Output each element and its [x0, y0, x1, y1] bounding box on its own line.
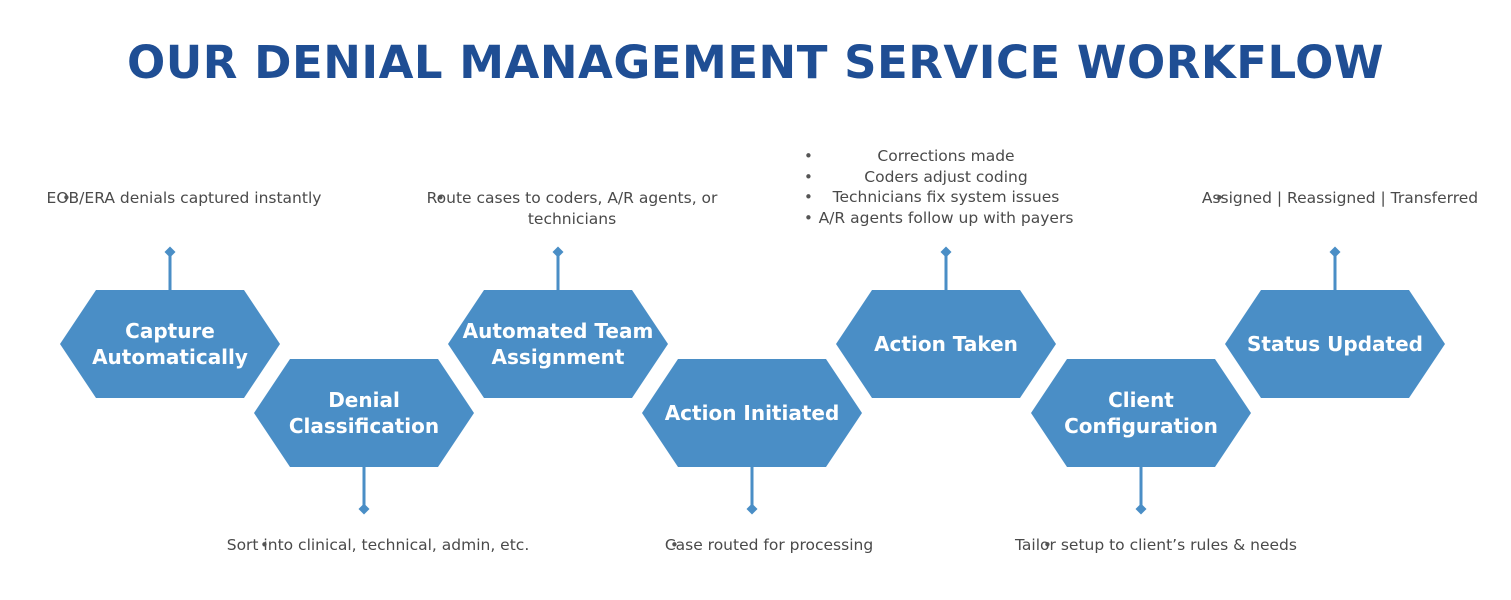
connector-diamond	[552, 246, 564, 258]
note-text: Sort into clinical, technical, admin, et…	[226, 536, 530, 554]
note-text: Route cases to coders, A/R agents, or te…	[426, 189, 718, 228]
note-list: •Sort into clinical, technical, admin, e…	[218, 535, 538, 556]
connector-diamond	[1135, 503, 1147, 515]
step-label-classification: Denial	[328, 388, 400, 412]
note-text: Technicians fix system issues	[832, 188, 1060, 206]
note-item: • Technicians fix system issues	[786, 187, 1106, 208]
step-label-initiated: Action Initiated	[665, 401, 840, 425]
step-hexagon-initiated	[642, 359, 862, 467]
step-hexagon-status	[1225, 290, 1445, 398]
note-list: • Corrections made • Coders adjust coding • T…	[786, 146, 1106, 228]
note-list: •Route cases to coders, A/R agents, or t…	[412, 188, 732, 229]
step-label-assignment: Assignment	[492, 345, 625, 369]
note-item: • Coders adjust coding	[786, 167, 1106, 188]
connector-diamond	[1329, 246, 1341, 258]
step-label-capture: Capture	[125, 319, 215, 343]
step-label-classification: Classification	[289, 414, 439, 438]
note-item: •Assigned | Reassigned | Transferred	[1180, 188, 1500, 209]
note-item: •Tailor setup to client’s rules & needs	[996, 535, 1316, 556]
step-notes-configuration: •Tailor setup to client’s rules & needs	[996, 535, 1316, 556]
bullet-icon: •	[260, 536, 269, 554]
note-text: Case routed for processing	[664, 536, 874, 554]
bullet-icon: •	[670, 536, 679, 554]
step-notes-assignment: •Route cases to coders, A/R agents, or t…	[412, 188, 732, 229]
connector-diamond	[358, 503, 370, 515]
step-notes-initiated: •Case routed for processing	[609, 535, 929, 556]
note-item: • A/R agents follow up with payers	[786, 208, 1106, 229]
step-hexagon-configuration	[1031, 359, 1251, 467]
note-text: Coders adjust coding	[864, 167, 1028, 186]
step-hexagon-taken	[836, 290, 1056, 398]
step-hexagon-capture	[60, 290, 280, 398]
connector-diamond	[940, 246, 952, 258]
connector-diamond	[746, 503, 758, 515]
step-label-configuration: Configuration	[1064, 414, 1218, 438]
step-notes-taken: • Corrections made • Coders adjust coding • T…	[786, 146, 1106, 228]
note-list: •Assigned | Reassigned | Transferred	[1180, 188, 1500, 209]
note-text: A/R agents follow up with payers	[818, 208, 1074, 227]
note-list: •Case routed for processing	[609, 535, 929, 556]
note-item: • Corrections made	[786, 146, 1106, 167]
bullet-icon: •	[804, 167, 813, 186]
note-item: •EOB/ERA denials captured instantly	[24, 188, 344, 209]
page-title: OUR DENIAL MANAGEMENT SERVICE WORKFLOW	[126, 36, 1384, 89]
note-text: Corrections made	[877, 147, 1015, 165]
step-notes-classification: •Sort into clinical, technical, admin, e…	[218, 535, 538, 556]
step-label-taken: Action Taken	[874, 332, 1018, 356]
step-hexagon-classification	[254, 359, 474, 467]
step-notes-status: •Assigned | Reassigned | Transferred	[1180, 188, 1500, 209]
step-label-status: Status Updated	[1247, 332, 1423, 356]
connector-diamond	[164, 246, 176, 258]
bullet-icon: •	[804, 208, 813, 227]
note-text: Assigned | Reassigned | Transferred	[1201, 189, 1479, 207]
note-item: •Route cases to coders, A/R agents, or t…	[412, 188, 732, 229]
bullet-icon: •	[62, 189, 71, 207]
note-item: •Sort into clinical, technical, admin, e…	[218, 535, 538, 556]
note-text: Tailor setup to client’s rules & needs	[1015, 536, 1297, 554]
step-label-configuration: Client	[1108, 388, 1174, 412]
step-label-capture: Automatically	[92, 345, 248, 369]
note-text: EOB/ERA denials captured instantly	[46, 189, 322, 207]
bullet-icon: •	[436, 189, 445, 207]
note-list: •EOB/ERA denials captured instantly	[24, 188, 344, 209]
step-notes-capture: •EOB/ERA denials captured instantly	[24, 188, 344, 209]
step-hexagon-assignment	[448, 290, 668, 398]
note-item: •Case routed for processing	[609, 535, 929, 556]
step-label-assignment: Automated Team	[463, 319, 654, 343]
note-list: •Tailor setup to client’s rules & needs	[996, 535, 1316, 556]
bullet-icon: •	[804, 188, 813, 206]
bullet-icon: •	[804, 147, 813, 165]
bullet-icon: •	[1043, 536, 1052, 554]
bullet-icon: •	[1215, 189, 1224, 207]
